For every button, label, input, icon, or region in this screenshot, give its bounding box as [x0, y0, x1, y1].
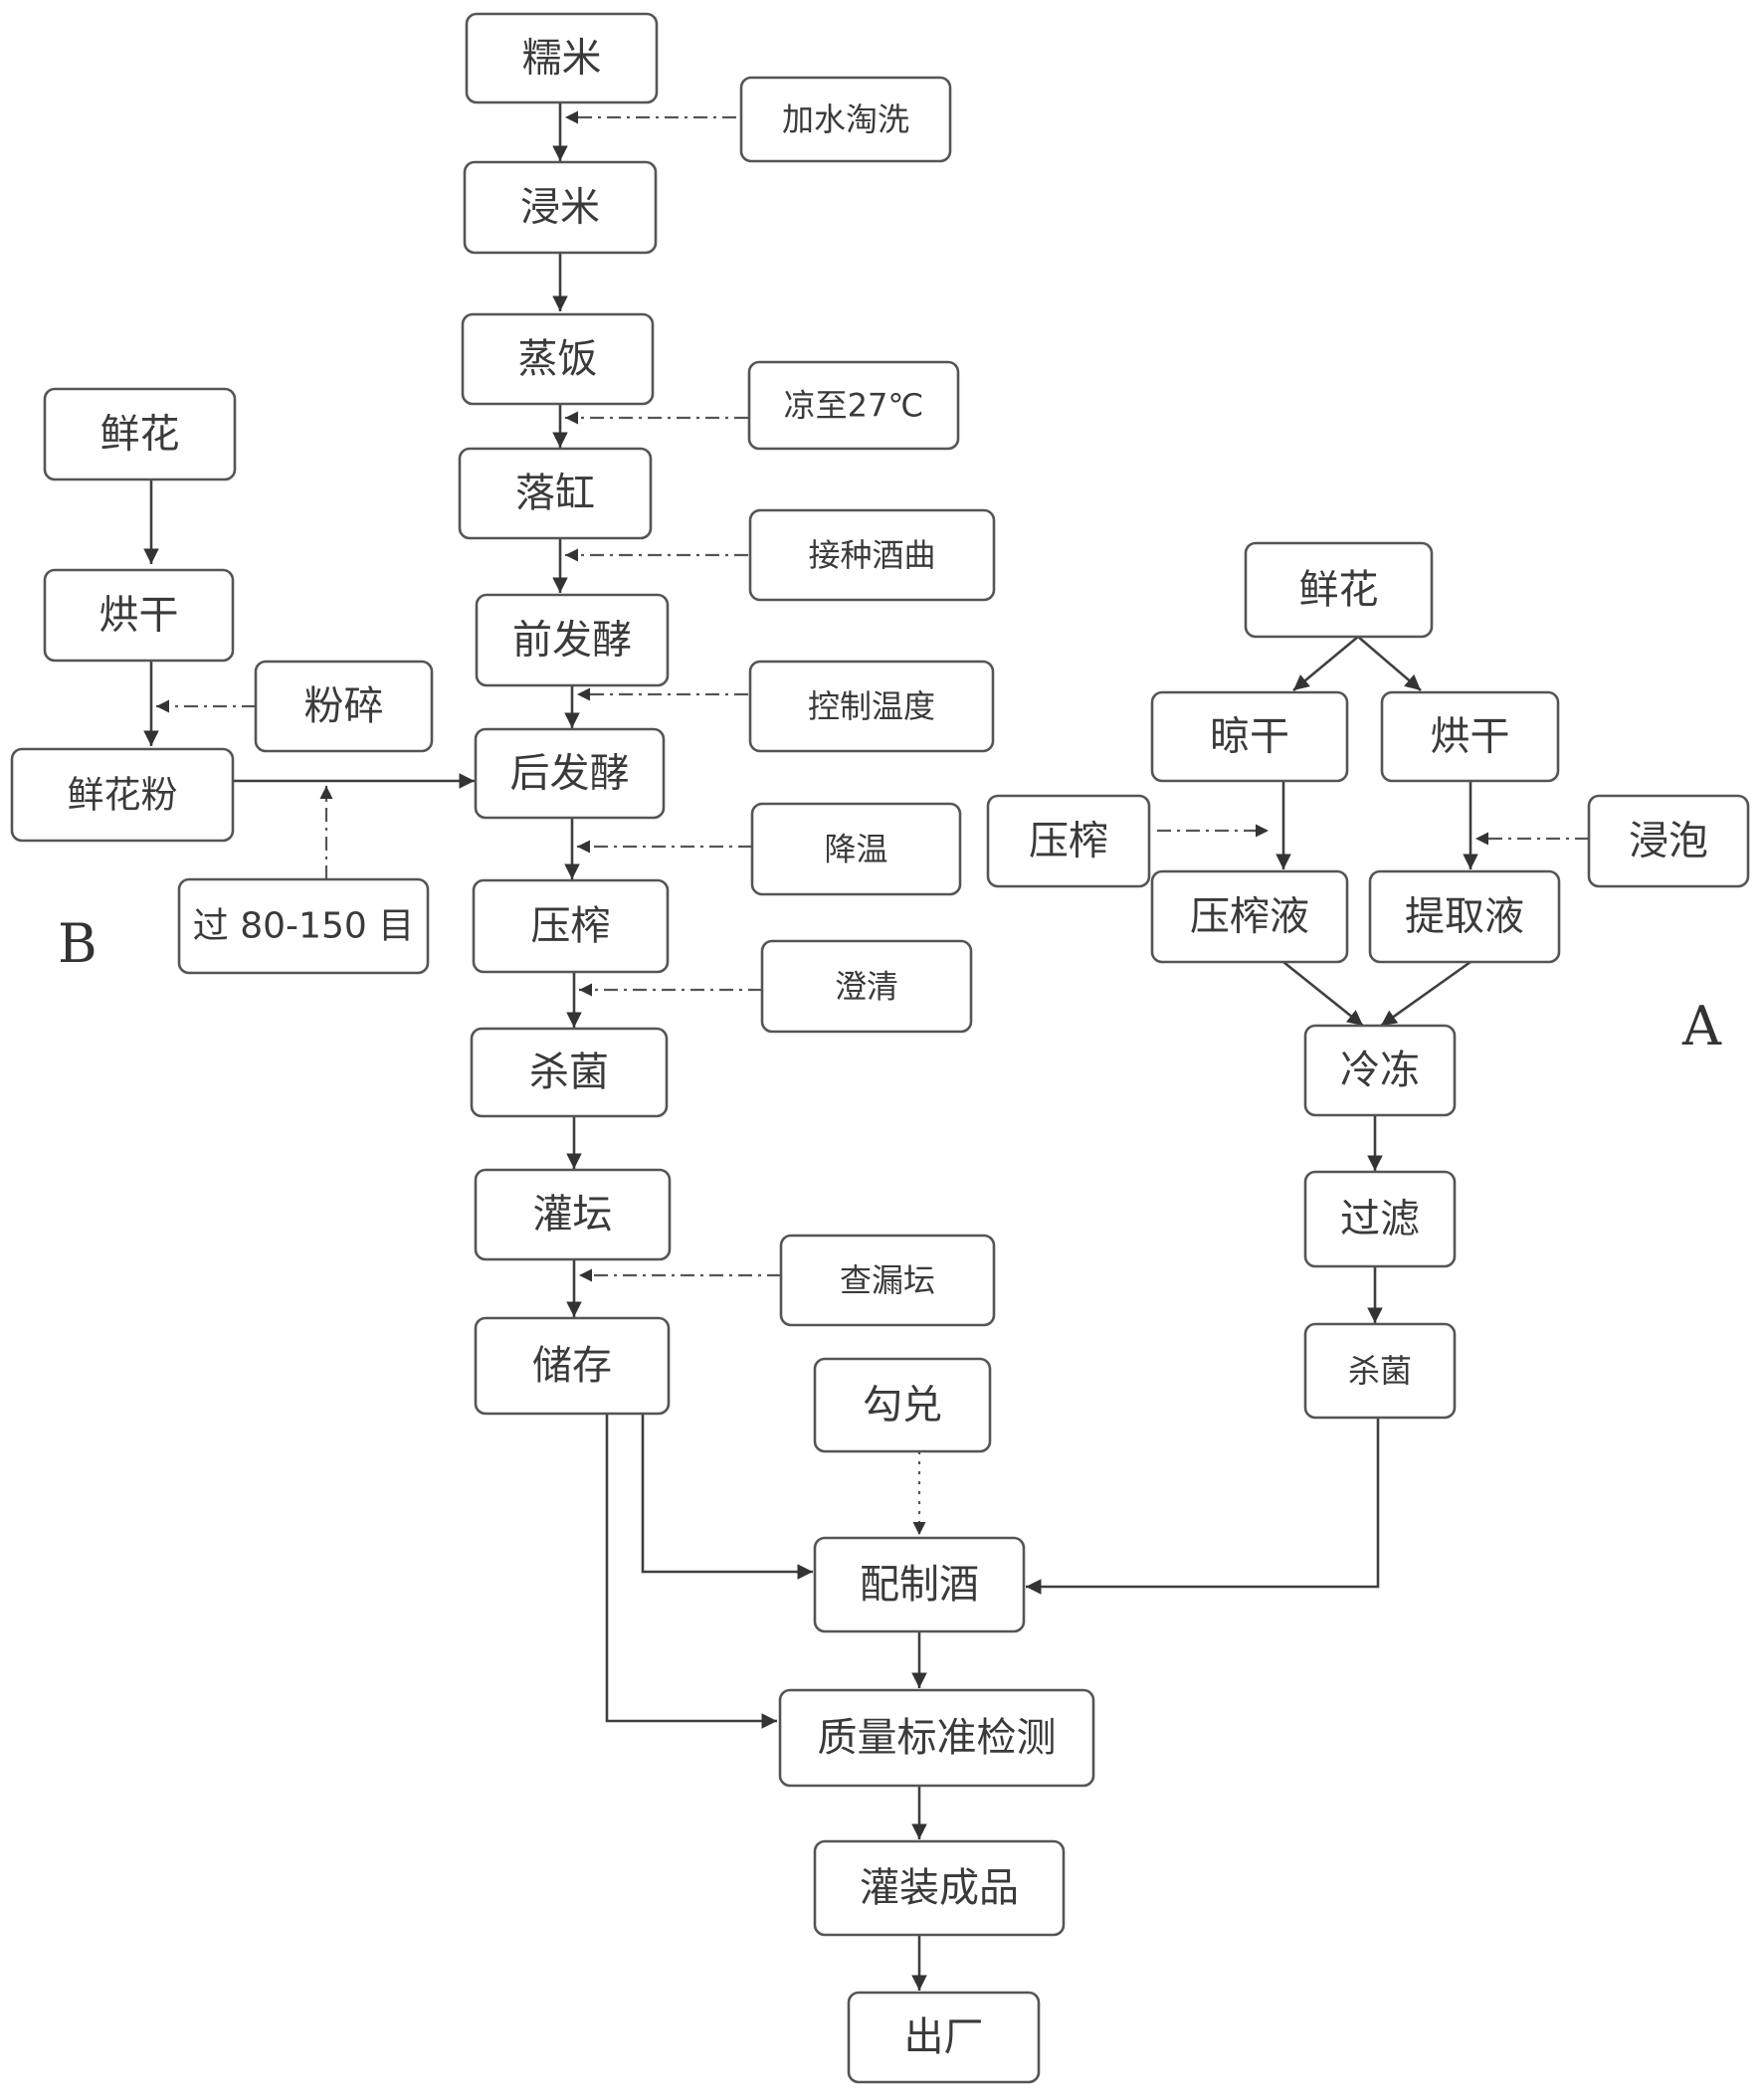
- node-label: 糯米: [522, 36, 602, 82]
- node-clarify: 澄清: [762, 941, 971, 1032]
- node-inoculate: 接种酒曲: [750, 510, 994, 600]
- node-fill-jar: 灌坛: [476, 1170, 670, 1259]
- node-label: 浸泡: [1629, 819, 1708, 864]
- node-label: 鲜花: [100, 412, 180, 458]
- node-label: 过滤: [1340, 1197, 1420, 1242]
- node-label: 灌坛: [533, 1192, 613, 1238]
- node-label: 烘干: [1431, 714, 1510, 760]
- node-label: 鲜花: [1299, 567, 1379, 613]
- node-check-jar: 查漏坛: [781, 1236, 994, 1325]
- node-label: 烘干: [99, 593, 179, 639]
- node-label: 出厂: [904, 2014, 984, 2060]
- arrow-store-to-prepare: [643, 1414, 813, 1572]
- section-label-b: B: [58, 912, 98, 975]
- node-b-powder: 鲜花粉: [12, 749, 233, 841]
- node-label: 杀菌: [1348, 1352, 1412, 1390]
- node-soak-rice: 浸米: [465, 162, 656, 253]
- node-blend: 勾兑: [815, 1359, 990, 1451]
- section-label-a: A: [1681, 995, 1722, 1057]
- node-b-crush: 粉碎: [256, 662, 432, 751]
- node-b-dry: 烘干: [45, 570, 233, 661]
- node-label: 质量标准检测: [818, 1715, 1057, 1761]
- node-b-sieve: 过 80-150 目: [179, 879, 428, 973]
- node-label: 澄清: [835, 968, 898, 1006]
- node-label: 降温: [824, 831, 887, 868]
- node-label: 前发酵: [512, 618, 632, 664]
- node-a-airdry: 晾干: [1152, 692, 1347, 781]
- node-steam-rice: 蒸饭: [463, 314, 653, 404]
- node-label: 控制温度: [808, 687, 935, 725]
- node-label: 落缸: [515, 471, 595, 516]
- node-label: 后发酵: [510, 751, 630, 797]
- node-cool-down: 降温: [752, 804, 960, 894]
- arrow-a-flower-to-airdry: [1293, 637, 1358, 690]
- node-glutinous-rice: 糯米: [467, 14, 657, 102]
- node-a-freeze: 冷冻: [1305, 1026, 1455, 1115]
- node-label: 浸米: [520, 185, 600, 231]
- node-a-sterilize: 杀菌: [1305, 1324, 1455, 1418]
- node-label: 勾兑: [863, 1383, 942, 1429]
- node-quality-test: 质量标准检测: [780, 1690, 1093, 1786]
- node-sterilize: 杀菌: [472, 1029, 667, 1116]
- node-b-flower: 鲜花: [45, 389, 235, 479]
- node-label: 鲜花粉: [68, 774, 178, 817]
- node-label: 晾干: [1210, 714, 1289, 760]
- node-wash: 加水淘洗: [741, 78, 950, 161]
- arrow-a-sterilize-to-prepare: [1026, 1418, 1378, 1587]
- node-label: 压榨液: [1190, 894, 1309, 940]
- node-pre-ferment: 前发酵: [477, 595, 668, 685]
- arrow-a-juice-to-freeze: [1283, 962, 1363, 1026]
- arrow-store-to-quality: [607, 1414, 777, 1721]
- node-label: 冷冻: [1340, 1048, 1420, 1093]
- node-label: 压榨: [531, 903, 611, 949]
- node-a-ovendry: 烘干: [1382, 692, 1558, 781]
- node-label: 提取液: [1405, 894, 1524, 940]
- node-label: 配制酒: [860, 1562, 979, 1608]
- node-store: 储存: [476, 1318, 669, 1414]
- node-a-filter: 过滤: [1305, 1172, 1455, 1266]
- node-a-extract: 提取液: [1370, 871, 1559, 962]
- node-label: 蒸饭: [518, 336, 598, 382]
- node-a-flower: 鲜花: [1246, 543, 1432, 637]
- node-label: 灌装成品: [860, 1865, 1019, 1911]
- node-a-press-juice: 压榨液: [1152, 871, 1347, 962]
- node-label: 加水淘洗: [782, 100, 909, 138]
- node-label: 粉碎: [304, 683, 384, 729]
- node-into-vat: 落缸: [460, 449, 651, 538]
- node-label: 压榨: [1029, 819, 1108, 864]
- node-label: 接种酒曲: [808, 536, 935, 574]
- node-a-press: 压榨: [988, 796, 1149, 886]
- node-bottle: 灌装成品: [815, 1841, 1064, 1935]
- arrow-a-flower-to-ovendry: [1358, 637, 1421, 690]
- node-label: 查漏坛: [840, 1261, 935, 1299]
- node-label: 杀菌: [529, 1050, 609, 1095]
- node-cool: 凉至27℃: [749, 362, 958, 449]
- node-control-temp: 控制温度: [750, 662, 993, 751]
- node-post-ferment: 后发酵: [476, 729, 664, 818]
- node-a-soak: 浸泡: [1589, 796, 1748, 886]
- node-label: 储存: [532, 1343, 612, 1389]
- arrow-a-extract-to-freeze: [1381, 962, 1470, 1026]
- node-label: 凉至27℃: [784, 387, 924, 425]
- node-press: 压榨: [474, 880, 668, 972]
- node-label: 过 80-150 目: [193, 906, 414, 947]
- node-ship: 出厂: [849, 1993, 1039, 2082]
- nodes: 糯米加水淘洗浸米蒸饭凉至27℃落缸接种酒曲前发酵控制温度后发酵降温压榨澄清杀菌灌…: [12, 14, 1748, 2082]
- node-prepare-wine: 配制酒: [815, 1538, 1024, 1631]
